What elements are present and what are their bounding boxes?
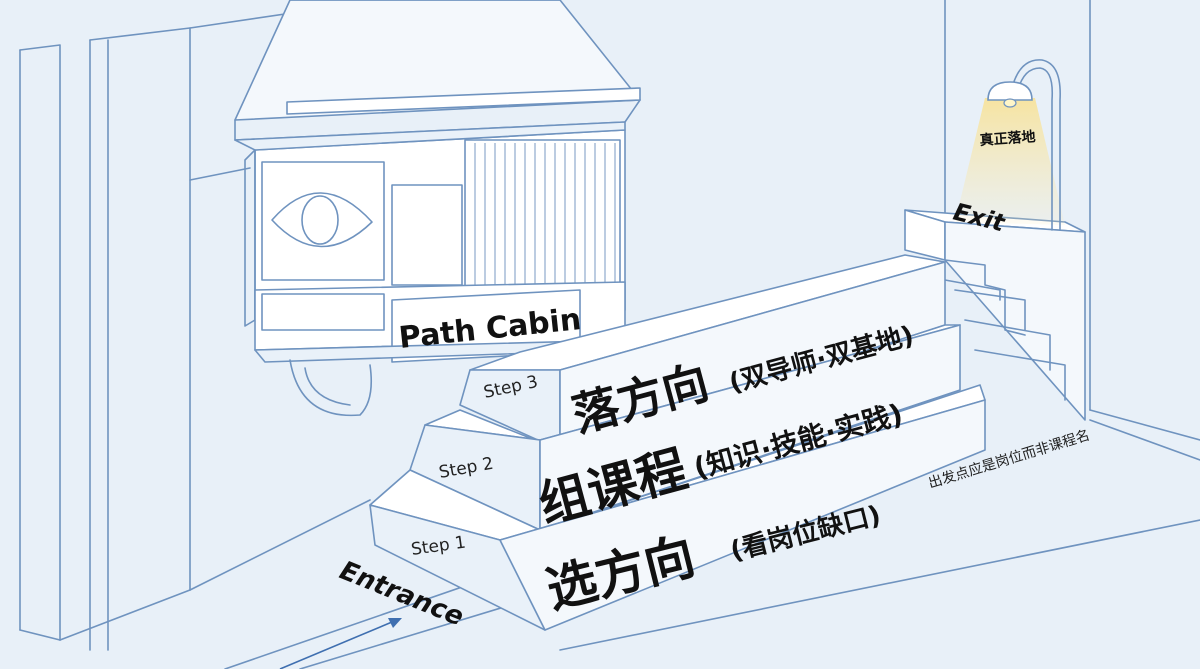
path-cabin bbox=[234, 0, 641, 417]
entrance-arrow-icon bbox=[279, 618, 402, 669]
lamp-shade-icon bbox=[987, 81, 1033, 101]
lamp-glow bbox=[955, 98, 1065, 225]
step-3-block bbox=[459, 254, 946, 451]
eye-icon bbox=[271, 192, 373, 248]
lamp-pole bbox=[1011, 59, 1061, 231]
street-lamp bbox=[955, 59, 1065, 231]
step-2-block bbox=[409, 324, 961, 531]
step-1-block bbox=[369, 384, 986, 631]
lamp-label: 真正落地 bbox=[979, 128, 1036, 149]
